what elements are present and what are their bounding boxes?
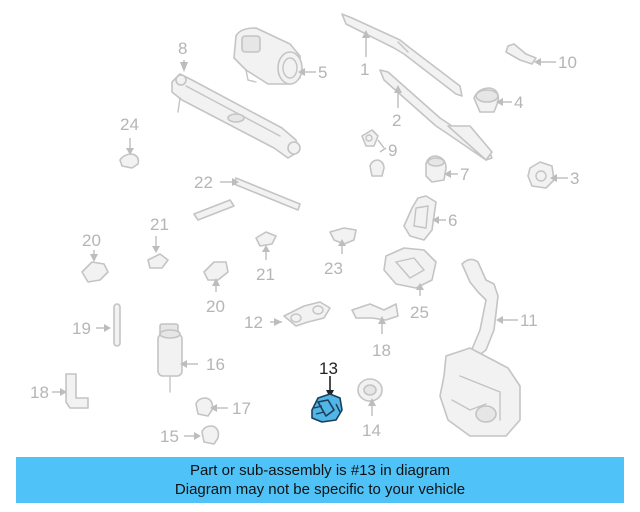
callout-20-center: 20: [206, 297, 225, 316]
banner-line-2: Diagram may not be specific to your vehi…: [174, 481, 466, 498]
callout-13: 13: [319, 359, 338, 378]
part-15-grommet: 15: [160, 425, 220, 446]
part-5-wiper-motor: 5: [233, 27, 327, 85]
part-19-rod: 19: [72, 303, 121, 347]
part-17-grommet: 17: [195, 397, 251, 418]
part-8-wiper-linkage: 8: [171, 39, 301, 159]
callout-21-center: 21: [256, 265, 275, 284]
callout-6: 6: [448, 211, 457, 230]
info-banner: Part or sub-assembly is #13 in diagram D…: [16, 457, 624, 503]
part-21-check-valve-left: 21: [147, 215, 169, 269]
part-9-bushings: 9: [361, 129, 397, 177]
part-23-connector: 23: [324, 227, 357, 278]
callout-4: 4: [514, 93, 523, 112]
part-25-pump-bracket: 25: [383, 247, 437, 322]
part-22-hose: 22: [193, 173, 301, 221]
callout-3: 3: [570, 169, 579, 188]
callout-10: 10: [558, 53, 577, 72]
callout-7: 7: [460, 165, 469, 184]
callout-23: 23: [324, 259, 343, 278]
part-3-nut: 3: [527, 161, 579, 189]
callout-20-left: 20: [82, 231, 101, 250]
part-7-grommet: 7: [425, 155, 469, 184]
callout-14: 14: [362, 421, 381, 440]
callout-22: 22: [194, 173, 213, 192]
callout-1: 1: [360, 60, 369, 79]
part-10-clip: 10: [505, 43, 577, 72]
part-12-hose-connector: 12: [244, 301, 331, 332]
callout-11: 11: [520, 311, 538, 330]
callout-21-left: 21: [150, 215, 169, 234]
callout-18-center: 18: [372, 341, 391, 360]
callout-16: 16: [206, 355, 225, 374]
callout-19: 19: [72, 319, 91, 338]
part-18-elbow-connector-left: 18: [30, 373, 89, 409]
part-2-wiper-arm: 2: [379, 69, 493, 161]
callout-17: 17: [232, 399, 251, 418]
part-6-bracket: 6: [403, 195, 457, 241]
part-21-check-valve-center: 21: [255, 231, 277, 284]
callout-25: 25: [410, 303, 429, 322]
callout-15: 15: [160, 427, 179, 446]
part-18-elbow-connector-center: 18: [351, 303, 399, 360]
callout-9: 9: [388, 141, 397, 160]
callout-18-left: 18: [30, 383, 49, 402]
part-16-washer-pump: 16: [157, 323, 225, 393]
banner-line-1: Part or sub-assembly is #13 in diagram: [189, 462, 451, 479]
callout-24: 24: [120, 115, 139, 134]
part-24-clip: 24: [119, 115, 140, 169]
part-4-cap: 4: [473, 87, 523, 113]
part-1-wiper-blade: 1: [341, 13, 463, 97]
part-20-nozzle-left: 20: [81, 231, 109, 283]
part-14-grommet: 14: [357, 378, 383, 440]
callout-12: 12: [244, 313, 263, 332]
callout-2: 2: [392, 111, 401, 130]
callout-8: 8: [178, 39, 187, 58]
part-13-highlighted: 13: [311, 359, 343, 423]
part-20-nozzle-center: 20: [203, 261, 229, 316]
callout-5: 5: [318, 63, 327, 82]
part-11-washer-reservoir: 11: [439, 258, 538, 437]
